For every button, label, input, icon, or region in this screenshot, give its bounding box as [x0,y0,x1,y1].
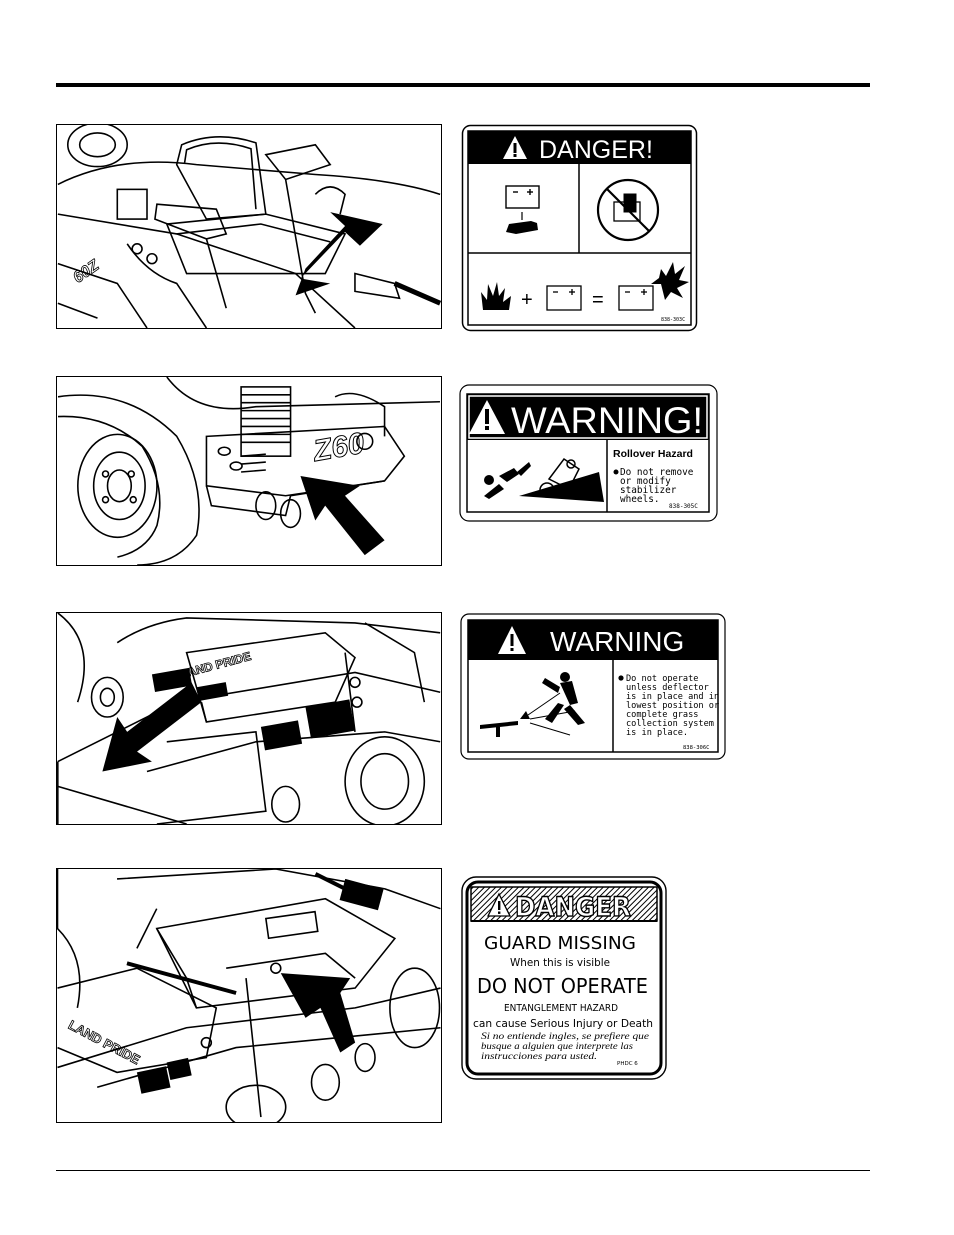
rollover-part-number: 838-305C [669,503,698,510]
arrow-icon [295,212,383,296]
guard-line-5: can cause Serious Injury or Death [473,1017,653,1030]
battery-location-photo: 60Z [56,124,442,329]
rollover-line-1: Do not remove [620,467,694,478]
stabilizer-wheel-photo: Z60 [56,376,442,566]
battery-icon [505,185,540,209]
battery-part-number: 838-303C [661,317,685,323]
guard-part-number: PHDC 6 [617,1061,638,1067]
guard-spanish-3: instrucciones para usted. [481,1051,597,1062]
deflector-decal-photo: LAND PRIDE [56,612,442,825]
guard-line-1: GUARD MISSING [484,933,636,954]
danger-header: DANGER! [539,136,653,164]
arrow-icon [300,475,385,556]
deflector-line-7: is in place. [626,728,688,738]
deflector-part-number: 838-306C [683,745,710,751]
seat-model-text: 60Z [70,256,103,286]
z60-text: Z60 [310,427,368,469]
guard-missing-danger-decal: DANGER GUARD MISSING When this is visibl… [461,876,667,1080]
rollover-title: Rollover Hazard [613,448,693,460]
explosion-icon [651,262,689,300]
arrow-icon [280,973,356,1053]
deflector-line-4: lowest position or [626,701,719,711]
deflector-line-5: complete grass [626,710,698,720]
deflector-line-1: Do not operate [626,674,698,684]
fire-icon [481,282,511,310]
battery-danger-decal: DANGER! + = [461,124,698,332]
warning-triangle-icon [469,400,505,434]
brand-text: LAND PRIDE [179,649,253,681]
rollover-header: WARNING! [511,400,703,441]
guard-spanish-2: busque a alguien que interprete las [481,1041,633,1052]
rollover-line-4: wheels. [620,494,660,505]
svg-text:+: + [521,289,533,311]
svg-text:=: = [592,289,604,311]
no-battery-icon [596,178,660,242]
deflector-header: WARNING [550,626,684,657]
rollover-warning-decal: WARNING! Rollover Hazard Do not remove o… [459,384,718,522]
deflector-warning-decal: WARNING Do not operate unless deflector … [460,613,726,760]
footer-rule [56,1170,870,1171]
guard-decal-photo: LAND PRIDE [56,868,442,1123]
warning-triangle-icon [503,136,527,159]
guard-header: DANGER [515,892,631,923]
guard-brand-text: LAND PRIDE [66,1017,143,1067]
deflector-line-6: collection system [626,719,714,729]
guard-spanish-1: Si no entiende ingles, se prefiere que [481,1031,650,1042]
rollover-line-2: or modify [620,476,671,487]
arrow-icon [102,682,202,772]
warning-triangle-icon [498,626,526,654]
deflector-line-2: unless deflector [626,683,709,693]
guard-line-3: DO NOT OPERATE [477,974,648,998]
hand-icon [506,212,538,234]
rollover-line-3: stabilizer [620,485,677,496]
guard-line-2: When this is visible [510,957,610,969]
header-rule [56,83,870,87]
deflector-line-3: is in place and in [626,692,719,702]
warning-triangle-icon [486,892,512,917]
guard-line-4: ENTANGLEMENT HAZARD [504,1003,618,1014]
